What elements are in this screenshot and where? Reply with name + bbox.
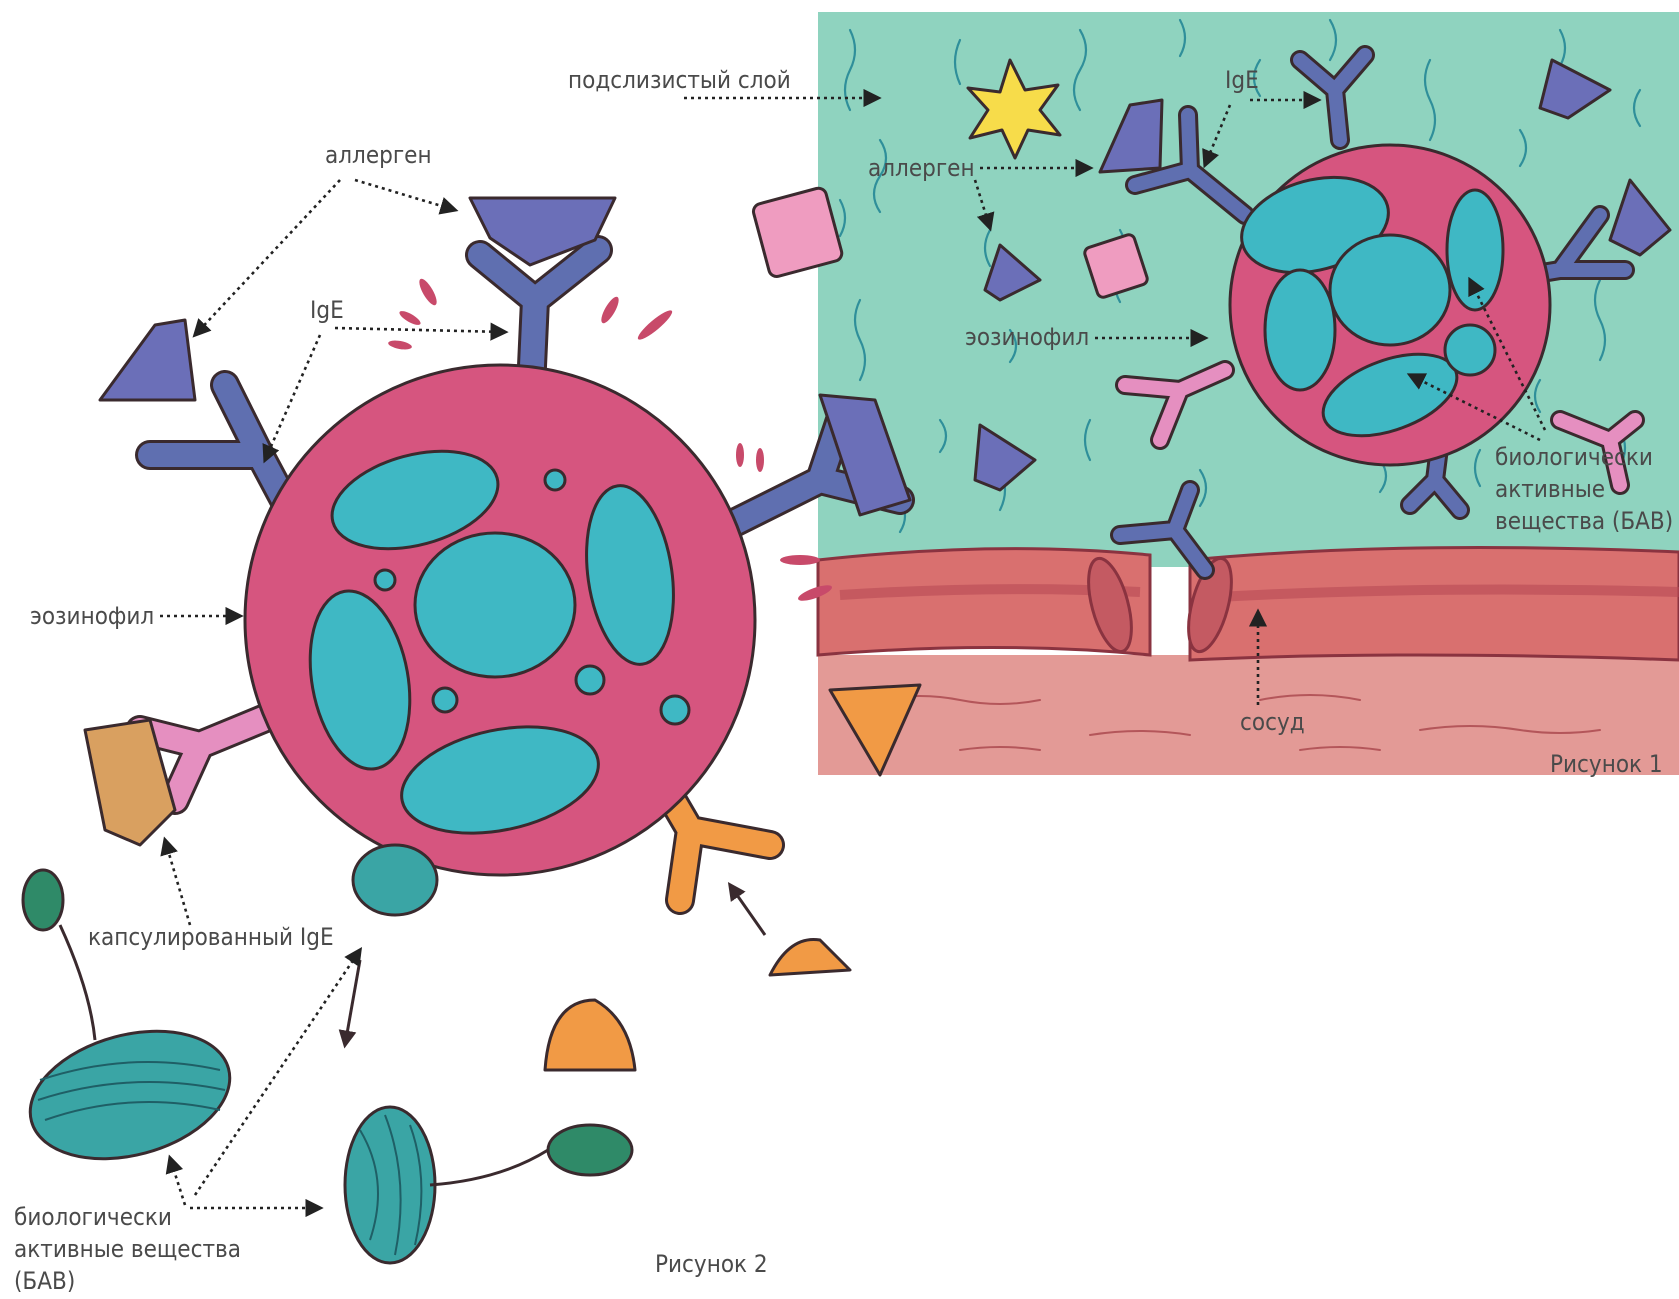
caption-figure-1: Рисунок 1 [1550,750,1663,778]
label-bav-fig2-2: активные вещества [14,1235,241,1263]
label-ige-fig2: IgE [310,296,344,324]
label-ige-fig1: IgE [1225,66,1259,94]
label-bav-fig1-1: биологически [1495,443,1653,471]
label-vessel: сосуд [1240,708,1305,736]
allergen-left [100,320,195,400]
label-eosinophil-fig2: эозинофил [30,602,154,630]
caption-figure-2: Рисунок 2 [655,1250,768,1278]
label-bav-fig2-3: (БАВ) [14,1267,75,1295]
label-bav-fig1-2: активные [1495,475,1605,503]
granules [16,845,632,1263]
label-bav-fig1-3: вещества (БАВ) [1495,507,1673,535]
label-bav-fig2-1: биологически [14,1203,172,1231]
label-encapsulated-ige: капсулированный IgE [88,923,334,951]
orange-allergen-1 [770,939,850,975]
label-allergen-fig1: аллерген [868,154,975,182]
label-submucosa: подслизистый слой [568,66,791,94]
label-eosinophil-fig1: эозинофил [965,323,1089,351]
orange-allergen-2 [545,1000,635,1070]
label-allergen-fig2: аллерген [325,141,432,169]
eosinophil-fig2 [245,365,755,875]
eosinophil-fig1 [1230,145,1550,465]
figure-2: аллерген IgE эозинофил капсулированный I… [14,141,910,1295]
